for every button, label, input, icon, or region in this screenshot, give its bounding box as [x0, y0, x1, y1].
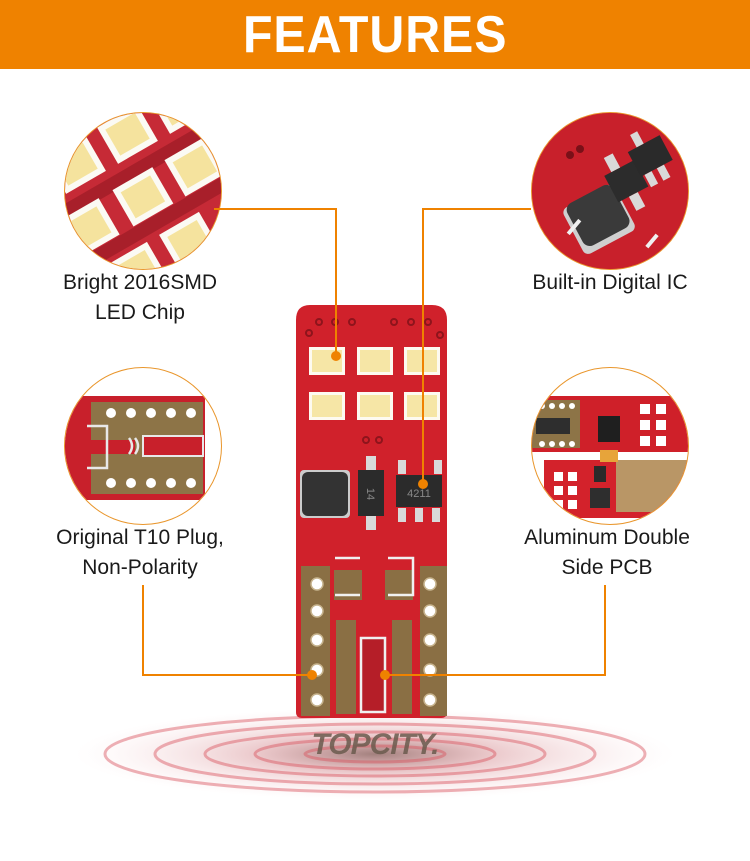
ic-marking-2: 4211 — [407, 488, 431, 500]
callout-line-double-pcb — [385, 585, 606, 676]
ic-closeup-icon — [531, 112, 689, 270]
feature-line: Built-in Digital IC — [532, 271, 688, 294]
feature-label-digital-ic: Built-in Digital IC — [490, 268, 730, 298]
banner-title: FEATURES — [242, 5, 508, 64]
pcb-closeup-icon — [531, 367, 689, 525]
brand-logo: TOPCITY. — [311, 728, 439, 761]
feature-label-led-chip: Bright 2016SMD LED Chip — [20, 268, 260, 328]
features-banner: FEATURES — [0, 0, 750, 69]
callout-line-t10-plug — [142, 585, 312, 676]
callout-line-digital-ic — [422, 208, 531, 484]
feature-line: LED Chip — [95, 301, 185, 324]
ic-marking-1: 14 — [364, 488, 376, 500]
feature-line: Aluminum Double — [524, 526, 690, 549]
feature-line: Bright 2016SMD — [62, 271, 218, 294]
feature-label-double-pcb: Aluminum Double Side PCB — [487, 523, 727, 583]
callout-dot-digital-ic — [418, 479, 428, 489]
feature-label-t10-plug: Original T10 Plug, Non-Polarity — [20, 523, 260, 583]
callout-line-led-chip — [214, 208, 337, 355]
plug-closeup-icon — [64, 367, 222, 525]
feature-line: Non-Polarity — [82, 556, 198, 579]
callout-dot-double-pcb — [380, 670, 390, 680]
callout-dot-led-chip — [331, 351, 341, 361]
feature-line: Side PCB — [561, 556, 653, 579]
ripple-base — [75, 708, 675, 800]
feature-line: Original T10 Plug, — [56, 526, 224, 549]
callout-dot-t10-plug — [307, 670, 317, 680]
